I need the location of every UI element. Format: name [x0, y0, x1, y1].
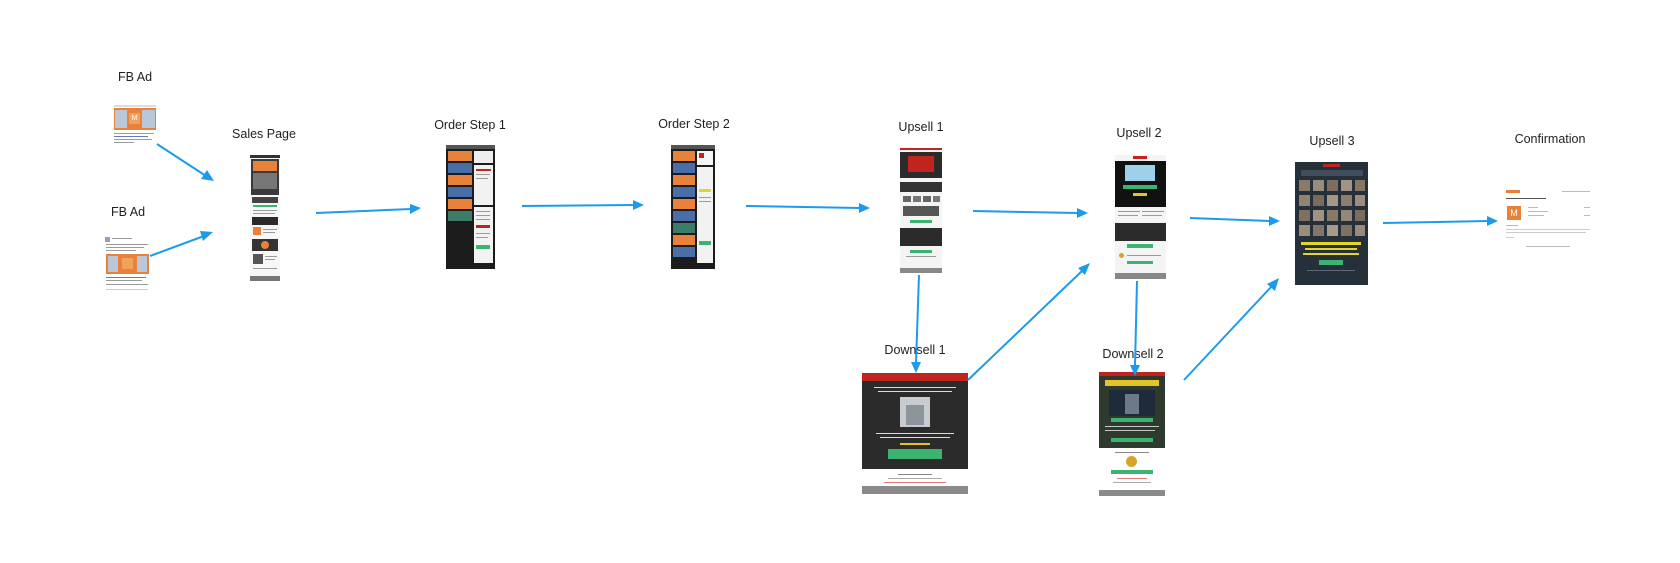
- arrow-upsell-1-to-upsell-2: [973, 208, 1088, 218]
- upsell-2-thumbnail[interactable]: [1115, 155, 1166, 279]
- downsell-2-thumbnail[interactable]: [1099, 372, 1165, 496]
- m-logo-icon: M: [129, 113, 140, 124]
- node-label-order-step-2: Order Step 2: [658, 117, 730, 131]
- arrow-upsell-2-to-downsell-2: [1130, 281, 1140, 376]
- downsell-1-thumbnail[interactable]: [862, 373, 968, 494]
- arrow-order-step-1-to-order-step-2: [522, 200, 644, 210]
- arrow-fb-ad-2-to-sales-page: [150, 231, 213, 256]
- order-step-2-thumbnail[interactable]: [671, 145, 715, 269]
- confirmation-thumbnail[interactable]: M: [1504, 187, 1593, 253]
- fb-ad-1-thumbnail[interactable]: M: [112, 105, 158, 147]
- node-label-upsell-1: Upsell 1: [898, 120, 943, 134]
- sales-page-thumbnail[interactable]: [250, 155, 280, 281]
- arrow-upsell-3-to-confirmation: [1383, 216, 1498, 226]
- arrow-upsell-1-to-downsell-1: [911, 275, 921, 373]
- node-label-upsell-3: Upsell 3: [1309, 134, 1354, 148]
- arrow-sales-page-to-order-step-1: [316, 204, 421, 214]
- node-label-downsell-1: Downsell 1: [884, 343, 945, 357]
- order-step-1-thumbnail[interactable]: [446, 145, 495, 269]
- node-label-order-step-1: Order Step 1: [434, 118, 506, 132]
- node-label-fb-ad-1: FB Ad: [118, 70, 152, 84]
- node-label-confirmation: Confirmation: [1515, 132, 1586, 146]
- upsell-1-thumbnail[interactable]: [900, 148, 942, 273]
- node-label-downsell-2: Downsell 2: [1102, 347, 1163, 361]
- m-logo-icon: M: [1507, 206, 1521, 220]
- node-label-fb-ad-2: FB Ad: [111, 205, 145, 219]
- arrow-downsell-2-to-upsell-3: [1184, 278, 1279, 380]
- node-label-sales-page: Sales Page: [232, 127, 296, 141]
- arrow-upsell-2-to-upsell-3: [1190, 216, 1280, 226]
- arrow-order-step-2-to-upsell-1: [746, 203, 870, 213]
- arrow-downsell-1-to-upsell-2: [968, 263, 1090, 380]
- fb-ad-2-thumbnail[interactable]: [104, 236, 151, 293]
- node-label-upsell-2: Upsell 2: [1116, 126, 1161, 140]
- arrow-fb-ad-1-to-sales-page: [157, 144, 214, 181]
- upsell-3-thumbnail[interactable]: [1295, 162, 1368, 285]
